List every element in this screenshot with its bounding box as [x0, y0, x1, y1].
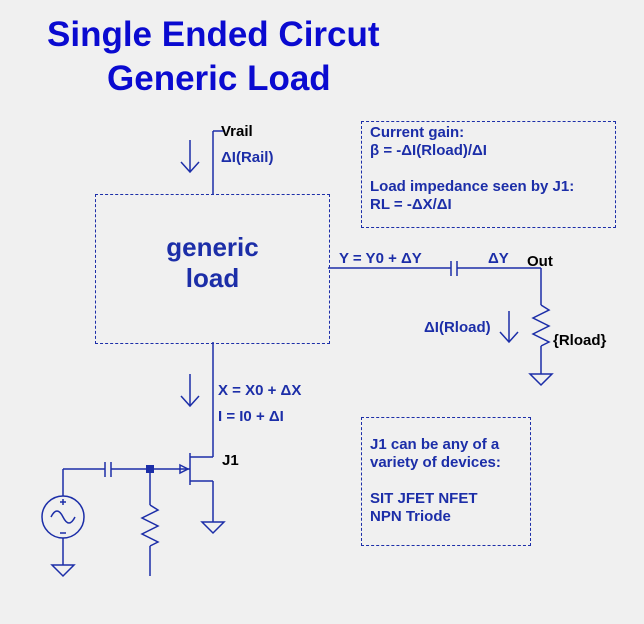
x-equation-label: X = X0 + ΔX	[218, 382, 302, 399]
j1-label: J1	[222, 452, 239, 469]
delta-y-label: ΔY	[488, 250, 509, 267]
note-gain-line-1: Current gain:	[370, 124, 465, 141]
gate-junction-dot	[146, 465, 154, 473]
note-j1-line-2: variety of devices:	[370, 454, 501, 471]
gate-resistor	[140, 504, 160, 547]
rload-current-label: ΔI(Rload)	[424, 319, 491, 336]
rail-current-arrow	[180, 140, 200, 174]
title-line-1: Single Ended Circut	[47, 15, 380, 54]
j1-note: J1 can be any of a variety of devices: S…	[370, 436, 501, 526]
drain-current-arrow	[180, 374, 200, 408]
y-equation-label: Y = Y0 + ΔY	[339, 250, 422, 267]
vrail-label: Vrail	[221, 123, 253, 140]
note-j1-line-3: SIT JFET NFET	[370, 490, 478, 507]
current-gain-note-box	[361, 121, 616, 228]
rail-current-label: ΔI(Rail)	[221, 149, 274, 166]
i-equation-label: I = I0 + ΔI	[218, 408, 284, 425]
note-gain-line-2: β = -ΔI(Rload)/ΔI	[370, 142, 487, 159]
j1-note-box	[361, 417, 531, 546]
rload-resistor	[531, 304, 551, 347]
source-ground-icon	[50, 564, 76, 578]
ac-source-icon	[41, 495, 85, 539]
output-capacitor	[450, 261, 458, 276]
j1-ground-icon	[200, 521, 226, 535]
current-gain-note: Current gain: β = -ΔI(Rload)/ΔI Load imp…	[370, 124, 574, 214]
note-gain-line-4: RL = -ΔX/ΔI	[370, 196, 452, 213]
rload-ground-icon	[528, 373, 554, 387]
j1-transistor-icon	[150, 447, 214, 522]
note-gain-line-3: Load impedance seen by J1:	[370, 178, 575, 195]
rload-current-arrow	[499, 311, 519, 344]
input-capacitor	[104, 462, 112, 477]
generic-load-line-2: load	[185, 263, 240, 293]
out-label: Out	[527, 253, 553, 270]
generic-load-label: generic load	[140, 232, 285, 294]
generic-load-line-1: generic	[166, 232, 259, 262]
rload-value-label: {Rload}	[553, 332, 607, 349]
note-j1-line-4: NPN Triode	[370, 508, 451, 525]
note-j1-line-1: J1 can be any of a	[370, 436, 500, 453]
title-line-2: Generic Load	[107, 59, 331, 98]
